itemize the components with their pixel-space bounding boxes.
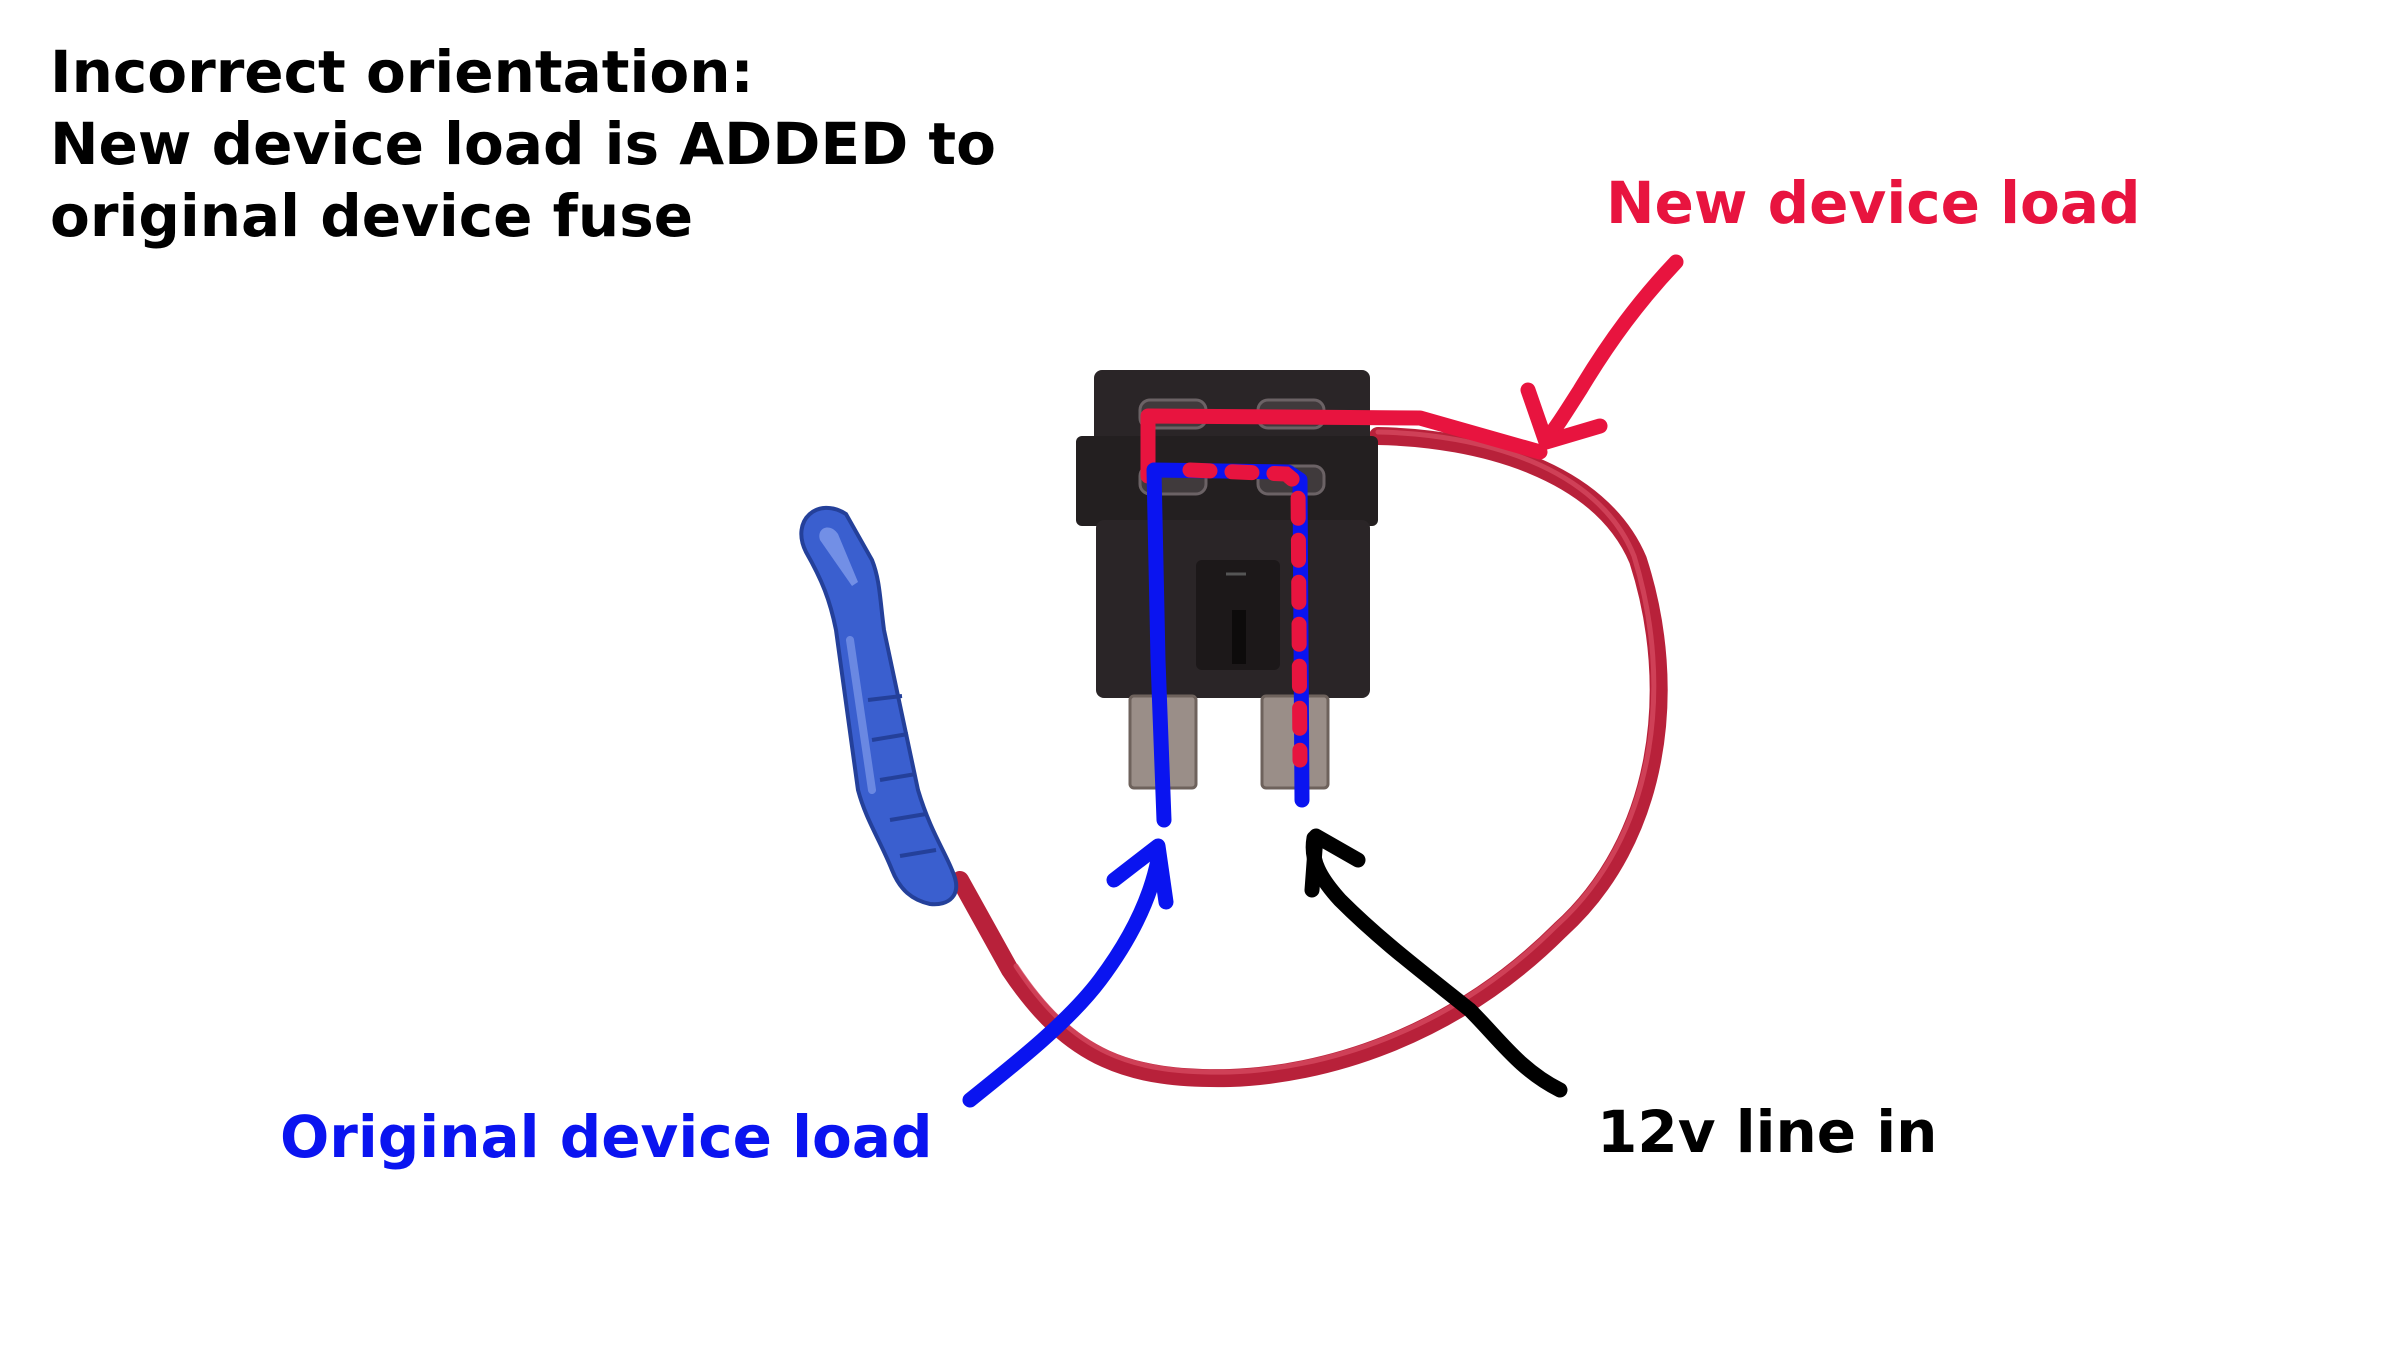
heading-line-2: New device load is ADDED to	[50, 110, 996, 178]
heading-line-3: original device fuse	[50, 182, 694, 250]
heading-line-1: Incorrect orientation:	[50, 38, 754, 106]
butt-connector	[799, 505, 959, 907]
original-load-arrow	[962, 838, 1174, 1108]
new-load-path	[1140, 408, 1548, 484]
line-in-arrow	[1304, 828, 1568, 1098]
fuse-holder-ledge	[1076, 436, 1378, 526]
new-load-arrow	[1520, 254, 1684, 450]
line-in-label: 12v line in	[1597, 1098, 1938, 1166]
red-pigtail-wire-highlight	[1013, 429, 1657, 1075]
diagram-heading: Incorrect orientation: New device load i…	[50, 36, 996, 252]
new-device-load-label: New device load	[1606, 169, 2141, 237]
original-device-load-label: Original device load	[280, 1103, 933, 1171]
new-load-dashed-path	[1182, 462, 1308, 768]
